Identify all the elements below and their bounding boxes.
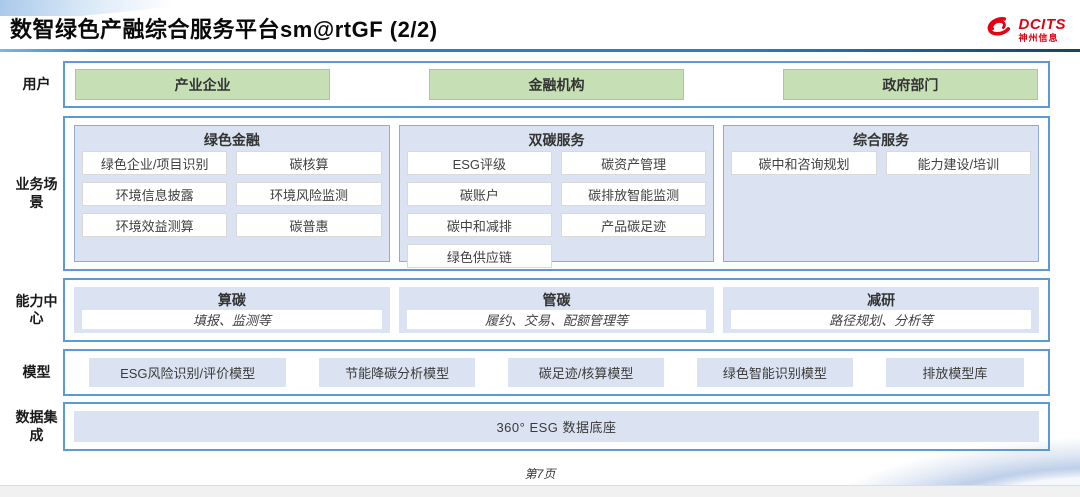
scenario-item: ESG评级: [406, 151, 552, 175]
model-item: 排放模型库: [885, 358, 1025, 387]
capability-carbon-calc: 算碳 填报、监测等: [74, 287, 390, 333]
capabilities-row: 能力中心 算碳 填报、监测等 管碳 履约、交易、配额管理等 减研 路径规划、分析…: [10, 278, 1050, 342]
esg-data-base-bar: 360° ESG 数据底座: [74, 411, 1039, 442]
model-item: 节能降碳分析模型: [319, 358, 476, 387]
model-item: 绿色智能识别模型: [696, 358, 853, 387]
data-integration-box: 360° ESG 数据底座: [63, 402, 1050, 451]
slide-header: 数智绿色产融综合服务平台sm@rtGF (2/2) DCITS 神州信息: [0, 0, 1080, 48]
scenario-item: 碳普惠: [236, 213, 382, 237]
row-label-models: 模型: [22, 363, 51, 380]
model-item: 碳足迹/核算模型: [508, 358, 664, 387]
row-label-capabilities: 能力中心: [15, 292, 58, 327]
scenario-item-grid: 绿色企业/项目识别 碳核算 环境信息披露 环境风险监测 环境效益测算 碳普惠: [82, 151, 382, 237]
scenario-item: 碳资产管理: [561, 151, 707, 175]
scenario-column-title: 绿色金融: [203, 132, 260, 148]
logo-text: DCITS 神州信息: [1019, 17, 1067, 43]
scenario-column-green-finance: 绿色金融 绿色企业/项目识别 碳核算 环境信息披露 环境风险监测 环境效益测算 …: [74, 125, 390, 262]
capability-desc: 路径规划、分析等: [731, 310, 1032, 329]
scenario-column-comprehensive: 综合服务 碳中和咨询规划 能力建设/培训: [723, 125, 1040, 262]
row-label-scenarios: 业务场景: [15, 176, 58, 210]
capability-title: 算碳: [217, 292, 246, 308]
scenario-item: 碳中和咨询规划: [731, 151, 877, 175]
scenario-item: 环境效益测算: [82, 213, 228, 237]
capability-desc: 履约、交易、配额管理等: [406, 310, 707, 329]
scenario-item: 绿色供应链: [406, 244, 552, 268]
scenario-item: 绿色企业/项目识别: [82, 151, 228, 175]
capabilities-box: 算碳 填报、监测等 管碳 履约、交易、配额管理等 减研 路径规划、分析等: [63, 278, 1050, 342]
scenario-item: 碳账户: [406, 182, 552, 206]
data-integration-row: 数据集成 360° ESG 数据底座: [10, 402, 1050, 451]
scenario-item: 产品碳足迹: [561, 213, 707, 237]
title-divider: [0, 49, 1080, 52]
scenarios-box: 绿色金融 绿色企业/项目识别 碳核算 环境信息披露 环境风险监测 环境效益测算 …: [63, 116, 1050, 271]
capability-carbon-reduce: 减研 路径规划、分析等: [723, 287, 1040, 333]
scenario-column-dual-carbon: 双碳服务 ESG评级 碳资产管理 碳账户 碳排放智能监测 碳中和减排 产品碳足迹…: [398, 125, 715, 268]
scenario-column-title: 综合服务: [853, 132, 910, 148]
row-label-data-integration: 数据集成: [15, 409, 58, 443]
scenario-item-grid: 碳中和咨询规划 能力建设/培训: [731, 151, 1032, 175]
capability-carbon-manage: 管碳 履约、交易、配额管理等: [398, 287, 715, 333]
users-box: 产业企业 金融机构 政府部门: [63, 61, 1050, 108]
user-item-government: 政府部门: [782, 69, 1038, 100]
user-item-industry: 产业企业: [75, 69, 331, 100]
model-item: ESG风险识别/评价模型: [89, 358, 287, 387]
capability-desc: 填报、监测等: [82, 310, 382, 329]
logo-subtitle: 神州信息: [1018, 32, 1059, 43]
dcits-swirl-icon: [981, 14, 1015, 45]
capability-title: 管碳: [542, 292, 571, 308]
row-label-users: 用户: [22, 75, 51, 92]
scenario-item-grid: ESG评级 碳资产管理 碳账户 碳排放智能监测 碳中和减排 产品碳足迹 绿色供应…: [406, 151, 707, 268]
scenarios-row: 业务场景 绿色金融 绿色企业/项目识别 碳核算 环境信息披露 环境风险监测 环境…: [10, 116, 1050, 271]
capability-title: 减研: [867, 292, 896, 308]
scenario-item: 碳中和减排: [406, 213, 552, 237]
scenario-item: 环境风险监测: [236, 182, 382, 206]
footer-bar: [0, 485, 1080, 497]
users-row: 用户 产业企业 金融机构 政府部门: [10, 61, 1050, 108]
company-logo: DCITS 神州信息: [981, 14, 1067, 45]
scenario-item: 环境信息披露: [82, 182, 228, 206]
scenario-item: 碳排放智能监测: [561, 182, 707, 206]
scenario-item: 碳核算: [236, 151, 382, 175]
page-number: 第7页: [524, 467, 556, 481]
logo-brand: DCITS: [1018, 15, 1066, 33]
scenario-item: 能力建设/培训: [885, 151, 1032, 175]
user-item-finance: 金融机构: [428, 69, 685, 100]
diagram-area: 用户 产业企业 金融机构 政府部门 业务场景 绿色金融 绿色企业/项目识别 碳核…: [0, 52, 1080, 451]
models-box: ESG风险识别/评价模型 节能降碳分析模型 碳足迹/核算模型 绿色智能识别模型 …: [63, 349, 1050, 396]
scenario-column-title: 双碳服务: [528, 132, 585, 148]
models-row: 模型 ESG风险识别/评价模型 节能降碳分析模型 碳足迹/核算模型 绿色智能识别…: [10, 349, 1050, 396]
page-title: 数智绿色产融综合服务平台sm@rtGF (2/2): [10, 17, 438, 42]
